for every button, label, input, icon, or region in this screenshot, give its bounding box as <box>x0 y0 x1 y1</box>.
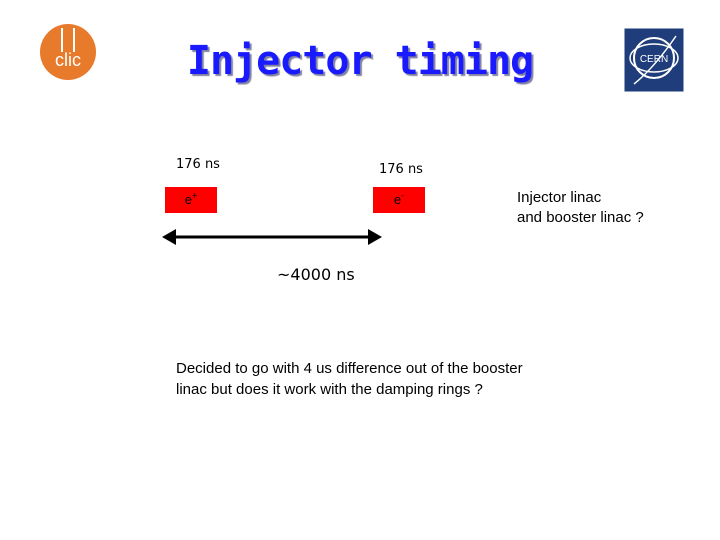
electron-bunch: e- <box>373 187 425 213</box>
cern-logo-text: CERN <box>640 54 668 65</box>
linac-note-line1: Injector linac <box>517 189 602 206</box>
clic-logo-text: clic <box>55 50 81 70</box>
clic-logo: clic <box>40 24 96 80</box>
slide-title: Injector timing <box>186 38 534 84</box>
electron-charge: - <box>401 190 405 201</box>
cern-logo: CERN <box>624 28 684 92</box>
electron-symbol: e <box>393 192 402 207</box>
linac-note-line2: and booster linac ? <box>517 209 644 226</box>
bunch-length-label-left: 176 ns <box>176 157 220 172</box>
decision-note-line2: linac but does it work with the damping … <box>176 381 483 398</box>
bunch-spacing-label: ~4000 ns <box>277 265 355 284</box>
positron-symbol: e <box>184 192 192 207</box>
positron-bunch: e+ <box>165 187 217 213</box>
linac-note: Injector linac and booster linac ? <box>517 188 644 228</box>
bunch-length-label-right: 176 ns <box>379 162 423 177</box>
positron-charge: + <box>191 190 198 201</box>
spacing-double-arrow <box>162 229 382 245</box>
decision-note: Decided to go with 4 us difference out o… <box>176 358 596 400</box>
decision-note-line1: Decided to go with 4 us difference out o… <box>176 360 523 377</box>
